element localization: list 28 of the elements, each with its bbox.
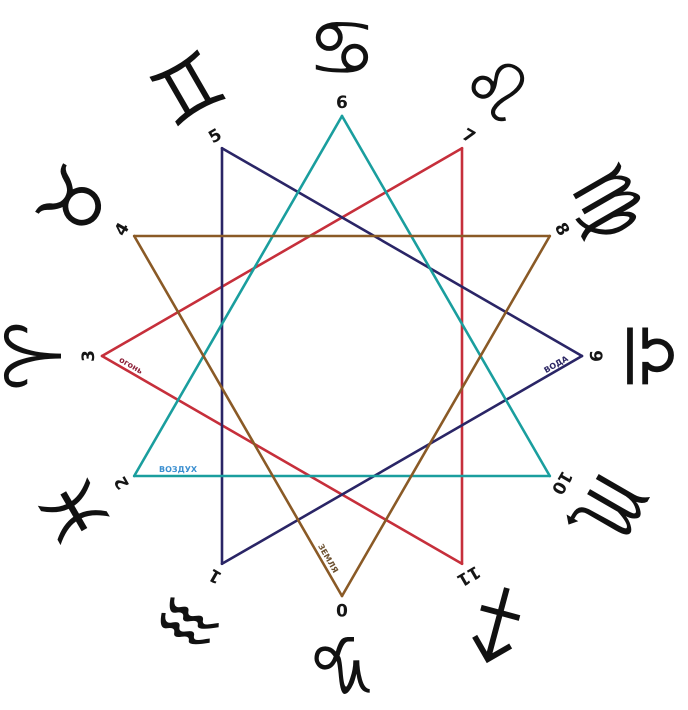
vertex-number: 1 bbox=[206, 560, 228, 585]
triangle-side bbox=[220, 354, 584, 566]
vertex-number: 6 bbox=[335, 96, 349, 116]
triangle-side bbox=[220, 146, 224, 566]
vertex-number: 3 bbox=[82, 349, 102, 363]
zodiac-sign: ♈ bbox=[4, 321, 65, 391]
vertex-number: 11 bbox=[450, 557, 483, 588]
triangle-side bbox=[132, 474, 552, 478]
vertex-number: 2 bbox=[113, 470, 138, 492]
element-label: ВОЗДУХ bbox=[159, 464, 198, 474]
vertex-number: 7 bbox=[456, 127, 478, 152]
zodiac-sign: ♎ bbox=[618, 321, 679, 391]
zodiac-sign: ♋ bbox=[307, 19, 377, 79]
triangle-side bbox=[220, 146, 584, 358]
triangle-side bbox=[460, 146, 464, 566]
vertex-number: 5 bbox=[206, 127, 228, 152]
triangle-side bbox=[132, 234, 344, 598]
vertex-number: 0 bbox=[335, 596, 349, 616]
vertex-number: 9 bbox=[582, 349, 602, 363]
triangle-side bbox=[132, 114, 344, 478]
triangle-side bbox=[132, 234, 552, 238]
vertex-number: 4 bbox=[113, 220, 138, 242]
triangle-side bbox=[100, 354, 464, 566]
triangle-side bbox=[100, 146, 464, 358]
vertex-number: 8 bbox=[546, 220, 571, 242]
zodiac-sign: ♑ bbox=[307, 633, 377, 693]
triangle-side bbox=[340, 234, 552, 598]
triangle-side bbox=[340, 114, 552, 478]
